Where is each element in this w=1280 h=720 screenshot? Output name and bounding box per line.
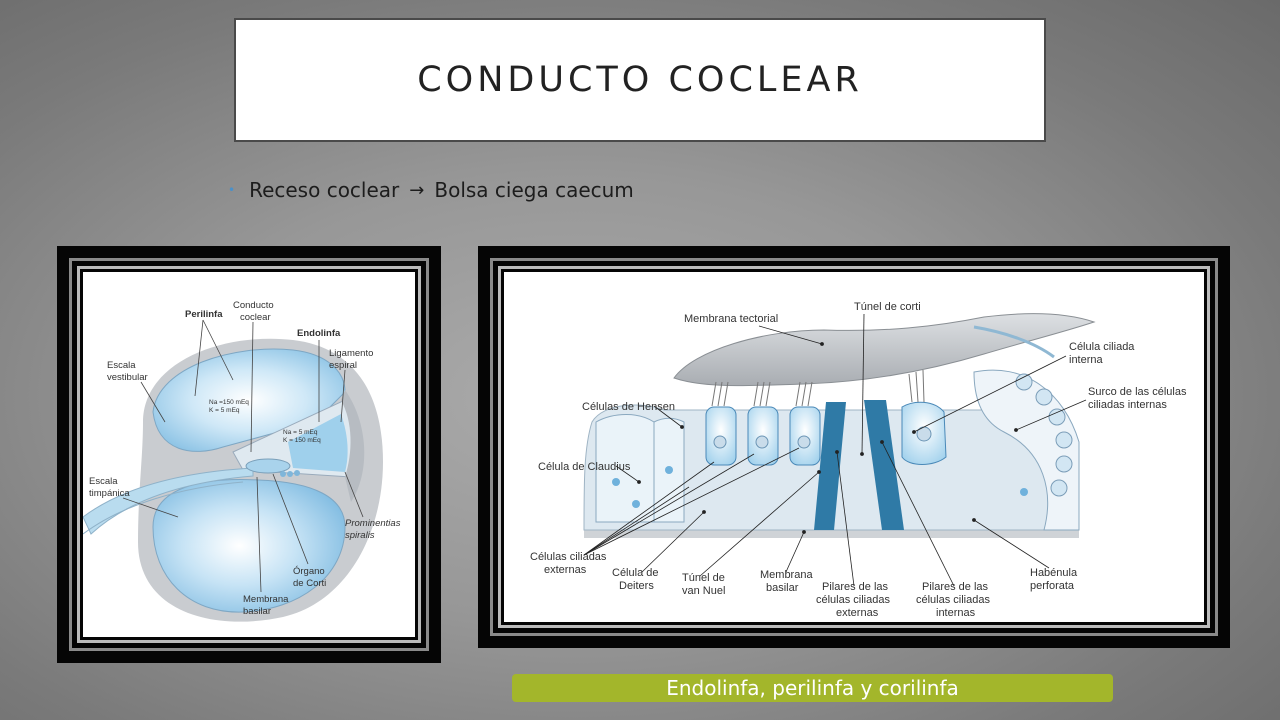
label-deiters-2: Deiters <box>619 580 654 592</box>
label-prom-1: Prominentias <box>345 518 401 529</box>
label-tunel-corti: Túnel de corti <box>854 301 921 313</box>
label-claudius: Célula de Claudius <box>538 461 631 473</box>
bullet-dot-icon: • <box>228 183 236 197</box>
right-figure-frame: Túnel de corti Membrana tectorial Célula… <box>478 246 1230 648</box>
label-surco-1: Surco de las células <box>1088 386 1187 398</box>
left-figure-frame: Perilinfa Conducto coclear Endolinfa Lig… <box>57 246 441 663</box>
label-ligamento-1: Ligamento <box>329 348 373 359</box>
label-pil-int-3: internas <box>936 607 976 619</box>
label-celula-ciliada-1: Célula ciliada <box>1069 341 1135 353</box>
label-habenula-1: Habénula <box>1030 567 1078 579</box>
cochlear-duct-cross-section: Perilinfa Conducto coclear Endolinfa Lig… <box>83 300 401 622</box>
right-figure: Túnel de corti Membrana tectorial Célula… <box>504 272 1204 622</box>
tectorial-membrane <box>673 313 1096 387</box>
leader-lines-right <box>583 313 1087 587</box>
footer-banner: Endolinfa, perilinfa y corilinfa <box>512 674 1113 702</box>
label-conducto-1: Conducto <box>233 300 274 311</box>
label-pil-int-1: Pilares de las <box>922 581 989 593</box>
leader-lines-left <box>122 319 364 593</box>
label-pil-int-2: células ciliadas <box>916 594 990 606</box>
arrow-right-icon: → <box>409 179 425 201</box>
bullet-item: • Receso coclear → Bolsa ciega caecum <box>228 178 634 202</box>
spiral-ligament <box>341 390 365 502</box>
sulcus-cells <box>1015 373 1073 497</box>
label-hensen: Células de Hensen <box>582 401 675 413</box>
label-k1: K = 5 mEq <box>209 407 240 414</box>
label-habenula-2: perforata <box>1030 580 1075 592</box>
label-celula-ciliada-2: interna <box>1069 354 1104 366</box>
label-escala-v-2: vestibular <box>107 372 148 383</box>
label-membrana-2: basilar <box>243 606 271 617</box>
label-cc-externas-2: externas <box>544 564 587 576</box>
label-membrana-1: Membrana <box>243 594 289 605</box>
label-escala-t-2: timpánica <box>89 488 130 499</box>
bullet-text-before: Receso coclear <box>249 178 400 202</box>
label-organo-1: Órgano <box>293 566 325 577</box>
label-conducto-2: coclear <box>240 312 271 323</box>
label-escala-v-1: Escala <box>107 360 136 371</box>
label-na2: Na = 5 mEq <box>283 429 318 436</box>
label-mb-2: basilar <box>766 582 799 594</box>
bullet-text-after: Bolsa ciega caecum <box>434 178 634 202</box>
label-pil-ext-1: Pilares de las <box>822 581 889 593</box>
label-ligamento-2: espiral <box>329 360 357 371</box>
label-prom-2: spiralis <box>345 530 375 541</box>
label-perilinfa: Perilinfa <box>185 309 223 320</box>
left-figure: Perilinfa Conducto coclear Endolinfa Lig… <box>83 272 415 637</box>
organ-of-corti-detail: Túnel de corti Membrana tectorial Célula… <box>530 301 1187 619</box>
label-k2: K = 150 mEq <box>283 437 321 444</box>
stereocilia <box>711 369 925 407</box>
label-membrana-tectorial: Membrana tectorial <box>684 313 778 325</box>
label-mb-1: Membrana <box>760 569 813 581</box>
footer-text: Endolinfa, perilinfa y corilinfa <box>666 676 959 700</box>
outer-pillar <box>814 402 846 530</box>
label-cc-externas-1: Células ciliadas <box>530 551 607 563</box>
label-nuel-1: Túnel de <box>682 572 725 584</box>
label-nuel-2: van Nuel <box>682 585 725 597</box>
label-surco-2: ciliadas internas <box>1088 399 1167 411</box>
label-pil-ext-2: células ciliadas <box>816 594 890 606</box>
label-endolinfa: Endolinfa <box>297 328 341 339</box>
label-escala-t-1: Escala <box>89 476 118 487</box>
organ-of-corti <box>245 458 291 474</box>
label-na1: Na =150 mEq <box>209 399 249 406</box>
inner-pillar <box>864 400 904 530</box>
basilar-membrane <box>584 530 1079 538</box>
scala-media-fluid <box>288 414 348 472</box>
outer-hair-cells <box>705 406 821 466</box>
slide-title: CONDUCTO COCLEAR <box>417 60 863 100</box>
label-deiters-1: Célula de <box>612 567 658 579</box>
label-pil-ext-3: externas <box>836 607 879 619</box>
label-organo-2: de Corti <box>293 578 326 589</box>
title-box: CONDUCTO COCLEAR <box>234 18 1046 142</box>
